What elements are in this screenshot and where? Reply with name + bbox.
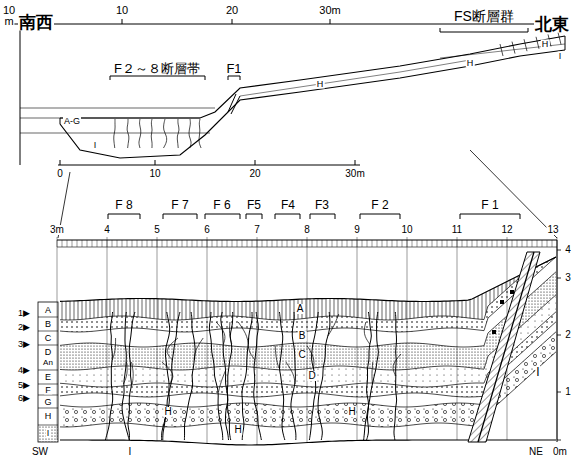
fault-label: F 6 [212,199,231,211]
fault-label: F5 [246,199,262,211]
scale-number: 7 [253,225,261,235]
horizon-marker: 1▶ [17,309,31,318]
scale-number: 3 [564,273,572,283]
direction-label: 北東 [534,16,570,33]
scale-number: NE [528,447,544,457]
scale-number: 2 [564,330,572,340]
fault-label: F4 [280,199,296,211]
fault-label: F 8 [114,199,133,211]
scale-number: 1 [564,387,572,397]
unit-letter: G [43,398,52,407]
unit-letter: C [297,350,306,360]
scale-number: 5 [153,225,161,235]
scale-number: 4 [103,225,111,235]
unit-letter: C [44,334,53,343]
axis-label: m [3,16,14,27]
unit-letter: H [44,412,53,421]
unit-letter: B [44,320,52,329]
fault-label: F1 [225,62,242,75]
scale-number: 8 [303,225,311,235]
scale-number: 0 [56,169,64,179]
scale-number: 20 [248,169,261,179]
unit-letter: H [541,40,550,49]
unit-letter: I [558,52,563,61]
fault-label: F3 [314,199,330,211]
fault-label: F２～８断層帯 [113,62,201,75]
scale-number: 12 [500,225,513,235]
scale-number: 3m [49,225,65,235]
unit-letter: I [46,429,51,438]
scale-number: 4 [564,245,572,255]
unit-letter: D [307,371,316,381]
unit-letter: F [44,386,52,395]
direction-label: 南西 [18,14,54,31]
horizon-marker: 5▶ [17,381,31,390]
horizon-marker: 4▶ [17,366,31,375]
fault-label: FS断層群 [453,9,515,23]
scale-number: 30m [318,5,341,16]
scale-number: 30m [344,169,365,179]
unit-letter: H [233,425,242,435]
scale-number: SW [31,447,49,457]
unit-letter: B [298,331,307,341]
scale-number: 0m [552,447,568,457]
fault-label: F 7 [170,199,189,211]
horizon-marker: 6▶ [17,394,31,403]
unit-letter: I [93,141,98,150]
horizon-marker: 2▶ [17,323,31,332]
unit-letter: An [42,359,54,367]
unit-letter: I [128,447,133,457]
scale-number: 9 [353,225,361,235]
unit-letter: H [316,80,325,89]
fault-label: F 2 [370,199,389,211]
unit-letter: E [44,373,52,382]
unit-letter: H [466,59,475,68]
unit-letter: A [296,304,305,314]
scale-number: 10 [148,169,161,179]
unit-letter: A-G [63,117,81,126]
fault-label: F 1 [480,199,499,211]
scale-number: 20 [225,5,239,16]
unit-letter: H [347,407,356,417]
scale-number: 13 [546,225,559,235]
scale-number: 10 [115,5,129,16]
unit-letter: I [535,366,540,378]
axis-label: 10 [2,5,16,16]
scale-number: 6 [203,225,211,235]
unit-letter: D [44,348,53,357]
horizon-marker: 3▶ [17,340,31,349]
unit-letter: A [44,306,52,315]
scale-number: 10 [400,225,413,235]
scale-number: 11 [451,225,463,235]
unit-letter: H [163,407,172,417]
